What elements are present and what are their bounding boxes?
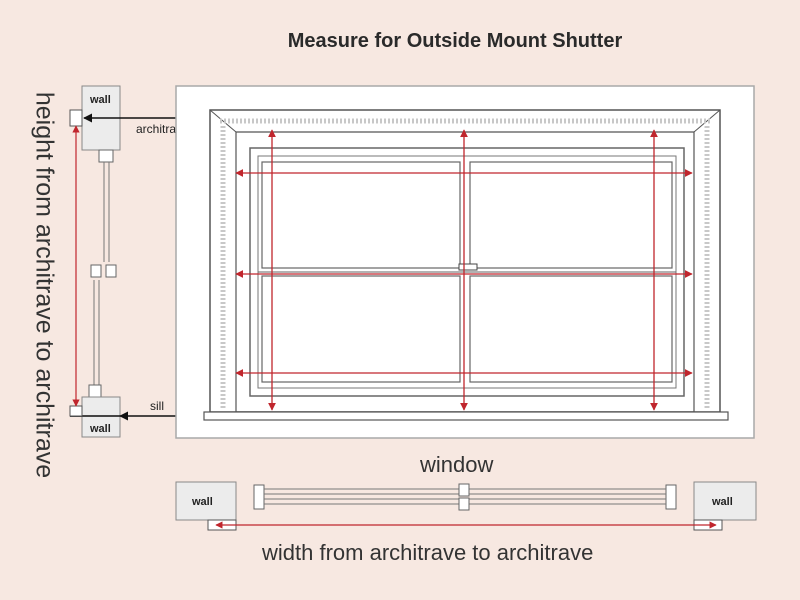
architrave-profile-top: [69, 109, 83, 127]
window-caption: window: [420, 452, 494, 477]
midrail-block-b: [105, 264, 117, 278]
miter-top-left: [209, 109, 237, 133]
plan-wall-label-right: wall: [711, 496, 733, 508]
wall-label-bottom: wall: [89, 423, 111, 435]
height-caption: height from architrave to architrave: [30, 91, 59, 479]
plan-meeting-post-lower: [458, 497, 470, 511]
plan-shutter-post-left: [253, 484, 265, 510]
sill-label: sill: [150, 399, 164, 413]
sash-top-left: [261, 161, 461, 269]
sill-profile-left: [69, 405, 83, 417]
sash-top-right: [469, 161, 673, 269]
shutter-foot: [88, 384, 102, 398]
plan-meeting-post-upper: [458, 483, 470, 497]
side-section-view: wall wall architrave sill: [69, 85, 215, 438]
midrail-block-a: [90, 264, 102, 278]
shutter-head-top: [98, 149, 114, 163]
plan-section-view: wall wall: [175, 481, 757, 531]
diagram-title: Measure for Outside Mount Shutter: [287, 30, 623, 52]
window-sill: [203, 411, 729, 421]
plan-wall-right: [693, 481, 757, 521]
sash-lock: [458, 263, 478, 271]
width-caption: width from architrave to architrave: [262, 540, 594, 565]
miter-top-right: [693, 109, 721, 133]
sash-bottom-right: [469, 275, 673, 383]
window-elevation: [175, 85, 755, 439]
wall-label-top: wall: [89, 94, 111, 106]
sash-bottom-left: [261, 275, 461, 383]
plan-wall-label-left: wall: [191, 496, 213, 508]
plan-wall-left: [175, 481, 237, 521]
plan-shutter-post-right: [665, 484, 677, 510]
